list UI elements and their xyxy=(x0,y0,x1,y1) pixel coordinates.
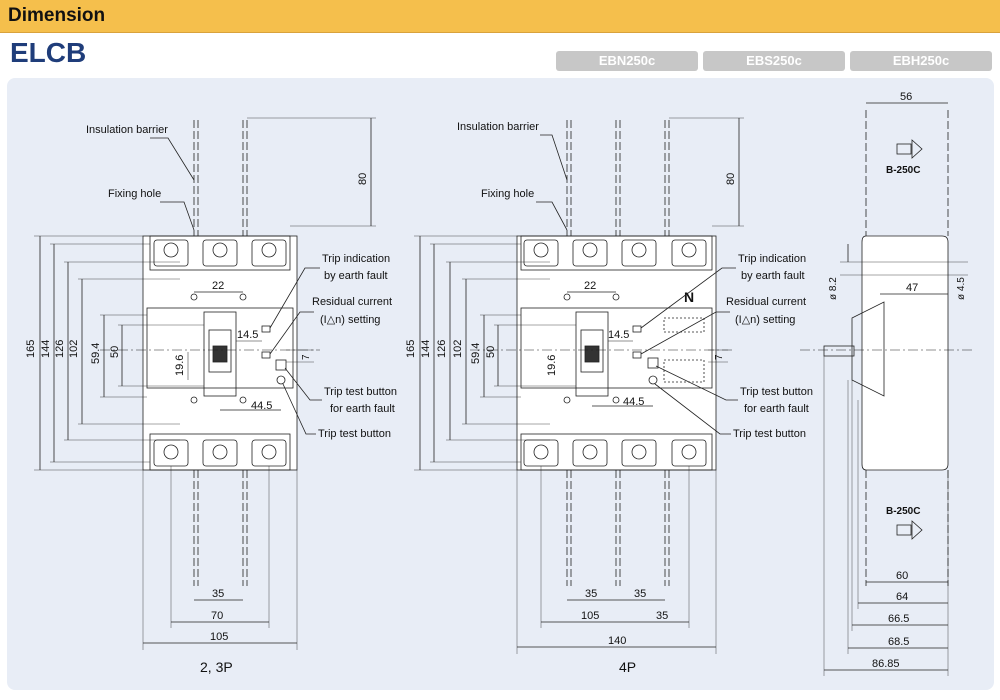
svg-text:35: 35 xyxy=(634,588,646,600)
svg-text:by earth fault: by earth fault xyxy=(741,270,805,282)
dim-7: 7 xyxy=(301,354,312,360)
svg-text:(I△n) setting: (I△n) setting xyxy=(735,314,795,326)
svg-text:Trip test button: Trip test button xyxy=(733,428,806,440)
fixing-hole xyxy=(190,293,198,301)
svg-text:140: 140 xyxy=(608,635,626,647)
dim-80: 80 xyxy=(357,173,369,185)
dim-86-85: 86.85 xyxy=(872,658,900,670)
dim-64: 64 xyxy=(896,591,908,603)
model-tab-ebh250c[interactable]: EBH250c xyxy=(850,51,992,71)
breaker-model-top: B-250C xyxy=(886,165,920,176)
arrow-right-icon xyxy=(896,143,912,155)
svg-text:59.4: 59.4 xyxy=(470,343,482,364)
svg-text:165: 165 xyxy=(405,340,417,358)
label-insulation-barrier: Insulation barrier xyxy=(86,124,168,136)
dim-68-5: 68.5 xyxy=(888,636,909,648)
dim-dia-4-5: ø 4.5 xyxy=(956,277,967,300)
svg-text:7: 7 xyxy=(714,354,725,360)
svg-text:144: 144 xyxy=(420,340,432,358)
svg-text:102: 102 xyxy=(452,340,464,358)
svg-text:105: 105 xyxy=(581,610,599,622)
svg-text:Trip indication: Trip indication xyxy=(738,253,806,265)
svg-text:22: 22 xyxy=(584,280,596,292)
dim-102: 102 xyxy=(68,340,80,358)
side-body xyxy=(861,235,949,471)
three-pole-caption: 2, 3P xyxy=(200,659,233,675)
three-pole-view: 165 144 126 102 59.4 50 80 22 14.5 19.6 … xyxy=(25,117,397,675)
four-pole-cover xyxy=(520,307,713,389)
section-header-title: Dimension xyxy=(8,5,106,26)
four-pole-caption: 4P xyxy=(619,659,636,675)
dim-22: 22 xyxy=(212,280,224,292)
dim-44-5: 44.5 xyxy=(251,400,272,412)
model-tab-ebn250c[interactable]: EBN250c xyxy=(556,51,698,71)
dim-14-5: 14.5 xyxy=(237,329,258,341)
dim-105: 105 xyxy=(210,631,228,643)
dim-60: 60 xyxy=(896,570,908,582)
svg-text:Trip test button: Trip test button xyxy=(740,386,813,398)
svg-text:50: 50 xyxy=(485,346,497,358)
svg-text:by earth fault: by earth fault xyxy=(324,270,388,282)
top-terminal-block xyxy=(149,235,291,271)
dim-70: 70 xyxy=(211,610,223,622)
svg-text:for earth fault: for earth fault xyxy=(330,403,395,415)
label-trip-test: Trip test button xyxy=(318,428,391,440)
dim-66-5: 66.5 xyxy=(888,613,909,625)
dim-47: 47 xyxy=(906,282,918,294)
four-pole-body xyxy=(516,235,717,471)
svg-text:126: 126 xyxy=(436,340,448,358)
svg-text:19.6: 19.6 xyxy=(546,355,558,376)
four-pole-view: N 165 144 12 xyxy=(405,117,813,675)
svg-text:Fixing hole: Fixing hole xyxy=(481,188,534,200)
svg-text:35: 35 xyxy=(656,610,668,622)
model-tab-ebs250c[interactable]: EBS250c xyxy=(703,51,845,71)
svg-text:35: 35 xyxy=(585,588,597,600)
svg-text:Insulation barrier: Insulation barrier xyxy=(457,121,539,133)
dim-165: 165 xyxy=(25,340,37,358)
dim-50: 50 xyxy=(109,346,121,358)
svg-text:80: 80 xyxy=(725,173,737,185)
dim-126: 126 xyxy=(54,340,66,358)
dim-59-4: 59.4 xyxy=(90,343,102,364)
breaker-model-bottom: B-250C xyxy=(886,506,920,517)
dim-19-6: 19.6 xyxy=(174,355,186,376)
dim-144: 144 xyxy=(40,340,52,358)
dim-dia-8-2: ø 8.2 xyxy=(828,277,839,300)
label-trip-test-earth: Trip test button xyxy=(324,386,397,398)
neutral-pole-mark: N xyxy=(684,289,694,305)
label-trip-indication: Trip indication xyxy=(322,253,390,265)
label-fixing-hole: Fixing hole xyxy=(108,188,161,200)
three-pole-cover xyxy=(146,307,294,389)
svg-text:14.5: 14.5 xyxy=(608,329,629,341)
breaker-handle xyxy=(203,311,237,397)
svg-text:for earth fault: for earth fault xyxy=(744,403,809,415)
label-residual-current: Residual current xyxy=(312,296,392,308)
svg-text:Residual current: Residual current xyxy=(726,296,806,308)
svg-text:(I△n) setting: (I△n) setting xyxy=(320,314,380,326)
dim-35: 35 xyxy=(212,588,224,600)
page-title: ELCB xyxy=(10,37,87,68)
dim-56: 56 xyxy=(900,91,912,103)
svg-text:44.5: 44.5 xyxy=(623,396,644,408)
section-header: Dimension xyxy=(0,0,1000,33)
bottom-terminal-block xyxy=(149,433,291,471)
side-view: 56 B-250C B-250C ø 8.2 ø 4.5 47 60 64 66… xyxy=(800,91,972,676)
